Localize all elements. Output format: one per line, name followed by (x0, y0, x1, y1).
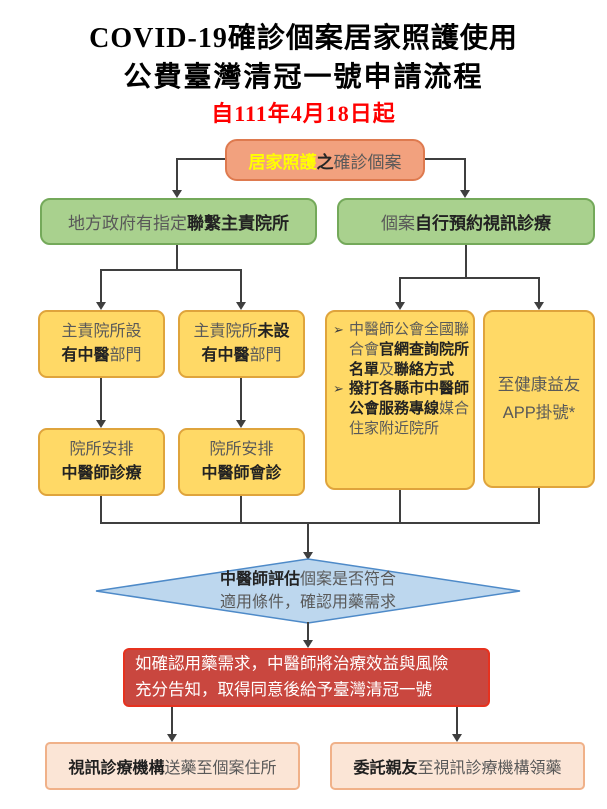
connector-line (240, 269, 242, 303)
arrow-down-icon (460, 190, 470, 198)
connector-line (176, 158, 225, 160)
diamond-line1: 中醫師評估個案是否符合 (219, 570, 397, 588)
node-gov-designated-hospital: 地方政府有指定聯繫主責院所 (40, 198, 317, 245)
connector-line (176, 245, 178, 270)
node-confirm-prescribe-nrictm101: 如確認用藥需求，中醫師將治療效益與風險 充分告知，取得同意後給予臺灣清冠一號 (123, 648, 490, 707)
lookup-bullet-2: ➢ 撥打各縣市中醫師公會服務專線媒合住家附近院所 (333, 379, 471, 438)
node-self-book-telemedicine: 個案自行預約視訊診療 (337, 198, 595, 245)
connector-line (100, 269, 102, 303)
arrange-treatment-line1: 院所安排 (69, 441, 134, 458)
connector-line (464, 158, 466, 192)
node-proxy-pickup-at-clinic: 委託親友至視訊診療機構領藥 (330, 742, 585, 790)
connector-line (307, 622, 309, 641)
lookup-bullet-1: ➢ 中醫師公會全國聯合會官網查詢院所名單及聯絡方式 (333, 320, 471, 379)
connector-line (100, 522, 540, 524)
bullet-arrow-icon: ➢ (333, 322, 344, 337)
lookup-bullet-2-text: 撥打各縣市中醫師公會服務專線媒合住家附近院所 (349, 380, 470, 437)
node-arrange-tcm-consult: 院所安排 中醫師會診 (178, 428, 305, 496)
arrow-down-icon (236, 420, 246, 428)
node-hospital-without-tcm-dept: 主責院所未設 有中醫部門 (178, 310, 305, 378)
arrange-consult-line1: 院所安排 (209, 441, 274, 458)
diamond-line2: 適用條件，確認用藥需求 (219, 594, 396, 611)
arrow-down-icon (452, 734, 462, 742)
connector-line (538, 277, 540, 303)
arrow-down-icon (303, 552, 313, 560)
arrow-down-icon (96, 302, 106, 310)
delivery-label: 視訊診療機構送藥至個案住所 (68, 760, 277, 777)
connector-line (100, 269, 242, 271)
node-arrange-tcm-treatment: 院所安排 中醫師診療 (38, 428, 165, 496)
node-tcm-evaluation-decision: 中醫師評估個案是否符合 適用條件，確認用藥需求 (95, 560, 521, 622)
connector-line (100, 378, 102, 421)
connector-line (456, 707, 458, 735)
connector-line (176, 158, 178, 192)
page-title-line2: 公費臺灣清冠一號申請流程 (123, 62, 484, 93)
without-tcm-line1: 主責院所未設 (193, 323, 290, 340)
start-label: 居家照護之確診個案 (248, 152, 402, 172)
connector-line (171, 707, 173, 735)
arrow-down-icon (303, 640, 313, 648)
confirm-line2: 充分告知，取得同意後給予臺灣清冠一號 (135, 680, 432, 699)
arrow-down-icon (236, 302, 246, 310)
arrow-down-icon (167, 734, 177, 742)
connector-line (307, 522, 309, 553)
arrange-consult-line2: 中醫師會診 (201, 465, 282, 482)
page-title-line1: COVID-19確診個案居家照護使用 (89, 23, 518, 54)
connector-line (399, 490, 401, 524)
connector-line (399, 277, 540, 279)
green-right-label: 個案自行預約視訊診療 (381, 214, 551, 233)
connector-line (240, 496, 242, 524)
arrow-down-icon (534, 302, 544, 310)
connector-line (240, 378, 242, 421)
effective-date-subtitle: 自111年4月18日起 (211, 101, 396, 126)
without-tcm-line2: 有中醫部門 (201, 347, 282, 364)
arrow-down-icon (172, 190, 182, 198)
connector-line (100, 496, 102, 524)
node-hospital-with-tcm-dept: 主責院所設 有中醫部門 (38, 310, 165, 378)
green-left-label: 地方政府有指定聯繫主責院所 (68, 214, 289, 233)
with-tcm-line2: 有中醫部門 (61, 347, 142, 364)
node-start-home-care-case: 居家照護之確診個案 (225, 139, 425, 181)
pickup-label: 委託親友至視訊診療機構領藥 (353, 760, 562, 777)
node-medicine-delivery-to-home: 視訊診療機構送藥至個案住所 (45, 742, 300, 790)
app-line2: APP掛號* (502, 404, 576, 422)
node-tcm-association-lookup: ➢ 中醫師公會全國聯合會官網查詢院所名單及聯絡方式 ➢ 撥打各縣市中醫師公會服務… (325, 310, 475, 490)
connector-line (425, 158, 466, 160)
arrow-down-icon (96, 420, 106, 428)
node-health-buddy-app: 至健康益友 APP掛號* (483, 310, 595, 488)
connector-line (465, 245, 467, 278)
app-line1: 至健康益友 (497, 375, 581, 394)
arrow-down-icon (395, 302, 405, 310)
connector-line (538, 488, 540, 524)
lookup-bullet-1-text: 中醫師公會全國聯合會官網查詢院所名單及聯絡方式 (349, 321, 470, 378)
bullet-arrow-icon: ➢ (333, 381, 344, 397)
arrange-treatment-line2: 中醫師診療 (61, 465, 142, 482)
confirm-line1: 如確認用藥需求，中醫師將治療效益與風險 (135, 654, 449, 673)
with-tcm-line1: 主責院所設 (61, 323, 142, 340)
connector-line (399, 277, 401, 303)
